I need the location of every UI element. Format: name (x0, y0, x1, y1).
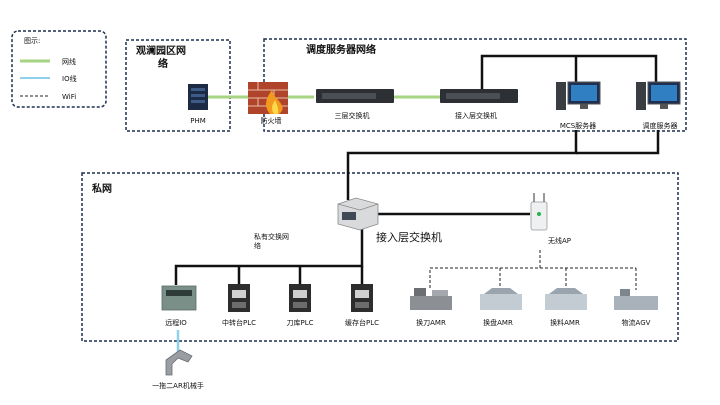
robot-arm-device: 一拖二AR机械手 (152, 349, 204, 390)
tool-lib-plc-io (293, 302, 307, 308)
private-network-zone (81, 172, 679, 342)
legend-network-label: 网线 (62, 57, 76, 66)
access-switch-top-device: 接入层交换机 (440, 89, 518, 120)
tray-change-amr-top (484, 288, 518, 294)
access-switch-top-ports (446, 93, 500, 99)
l3-switch-device: 三层交换机 (316, 89, 394, 120)
transfer-plc-label: 中转台PLC (222, 318, 256, 327)
legend-title: 图示: (24, 37, 40, 45)
remote-io-icon (161, 285, 197, 311)
tool-change-amr-rack (432, 290, 448, 296)
link-dispatch-private-switch (576, 130, 660, 155)
firewall-label: 防火墙 (261, 116, 282, 125)
logistics-agv-icon (614, 296, 658, 310)
buffer-plc-label: 缓存台PLC (345, 318, 379, 327)
wireless-ap-label: 无线AP (548, 236, 571, 245)
park-network-title-2: 络 (158, 57, 168, 70)
buffer-plc-panel (355, 290, 369, 298)
logistics-agv-arm (620, 289, 630, 296)
transfer-plc-panel (232, 290, 246, 298)
material-change-amr-top (549, 288, 583, 294)
material-change-amr-icon (545, 294, 587, 310)
access-switch-top-label: 接入层交换机 (455, 111, 497, 120)
tray-change-amr-device: 换盘AMR (480, 288, 522, 327)
dispatch-stand (660, 104, 668, 109)
buffer-plc-device: 缓存台PLC (345, 284, 379, 327)
mcs-server-device: MCS服务器 (556, 81, 601, 130)
tool-change-amr-device: 换刀AMR (410, 288, 452, 327)
mcs-tower-icon (556, 82, 566, 110)
legend: 图示: 网线 IO线 WiFi (11, 30, 107, 108)
buffer-plc-io (355, 302, 369, 308)
tool-lib-plc-label: 刀库PLC (286, 318, 313, 327)
wifi-tool-change-amr (429, 250, 541, 290)
wireless-ap-device: 无线AP (530, 193, 571, 245)
tool-lib-plc-panel (293, 290, 307, 298)
tool-change-amr-icon (410, 296, 452, 310)
transfer-plc-io (232, 302, 246, 308)
l3-switch-label: 三层交换机 (335, 111, 370, 120)
material-change-amr-device: 换料AMR (545, 288, 587, 327)
tray-change-amr-icon (480, 294, 522, 310)
private-switch-ports (342, 212, 356, 220)
mcs-server-label: MCS服务器 (560, 121, 596, 130)
legend-box (11, 30, 107, 108)
ap-status-led (537, 212, 541, 216)
firewall-device: 防火墙 (248, 82, 288, 125)
park-network-title-1: 观澜园区网 (136, 44, 186, 57)
private-switch-edge (337, 203, 379, 211)
phm-icon-slot (191, 88, 205, 91)
connections (174, 54, 660, 352)
mcs-screen (571, 85, 597, 101)
robot-arm-icon (165, 349, 193, 376)
remote-io-device: 远程IO (161, 285, 197, 327)
l3-switch-ports (322, 93, 376, 99)
phm-device: PHM (188, 84, 208, 125)
dispatch-tower-icon (636, 82, 646, 110)
phm-label: PHM (190, 117, 206, 125)
park-network-zone (125, 39, 231, 132)
remote-io-label: 远程IO (165, 318, 187, 327)
phm-icon-slot (191, 94, 205, 97)
legend-io-label: IO线 (62, 74, 77, 83)
private-switch-network-label-2: 络 (254, 241, 261, 250)
remote-io-terminal (166, 290, 192, 296)
robot-arm-label: 一拖二AR机械手 (152, 381, 204, 390)
tool-change-amr-arm (414, 288, 426, 296)
phm-icon-slot (191, 100, 205, 103)
private-switch-icon (337, 197, 379, 231)
link-access-dispatch-server (480, 54, 658, 89)
private-access-switch-device: 接入层交换机 私有交换网 络 (254, 197, 442, 250)
dispatch-server-label: 调度服务器 (643, 121, 678, 130)
logistics-agv-label: 物流AGV (622, 318, 651, 327)
legend-wifi-label: WiFi (62, 93, 76, 101)
private-network-title: 私网 (91, 182, 112, 195)
logistics-agv-device: 物流AGV (614, 289, 658, 327)
firewall-flame-core (272, 100, 279, 114)
private-switch-network-label-1: 私有交换网 (254, 232, 289, 241)
tool-lib-plc-device: 刀库PLC (286, 284, 314, 327)
dispatch-server-device: 调度服务器 (636, 81, 681, 130)
tool-change-amr-label: 换刀AMR (416, 318, 446, 327)
link-switch-plc-bus (174, 226, 364, 285)
tray-change-amr-label: 换盘AMR (483, 318, 513, 327)
transfer-plc-device: 中转台PLC (222, 284, 256, 327)
material-change-amr-label: 换料AMR (550, 318, 580, 327)
private-access-switch-label: 接入层交换机 (376, 230, 442, 244)
link-mcs-private-switch (346, 130, 578, 200)
dispatch-screen (651, 85, 677, 101)
mcs-stand (580, 104, 588, 109)
dispatch-network-title: 调度服务器网络 (306, 43, 376, 56)
